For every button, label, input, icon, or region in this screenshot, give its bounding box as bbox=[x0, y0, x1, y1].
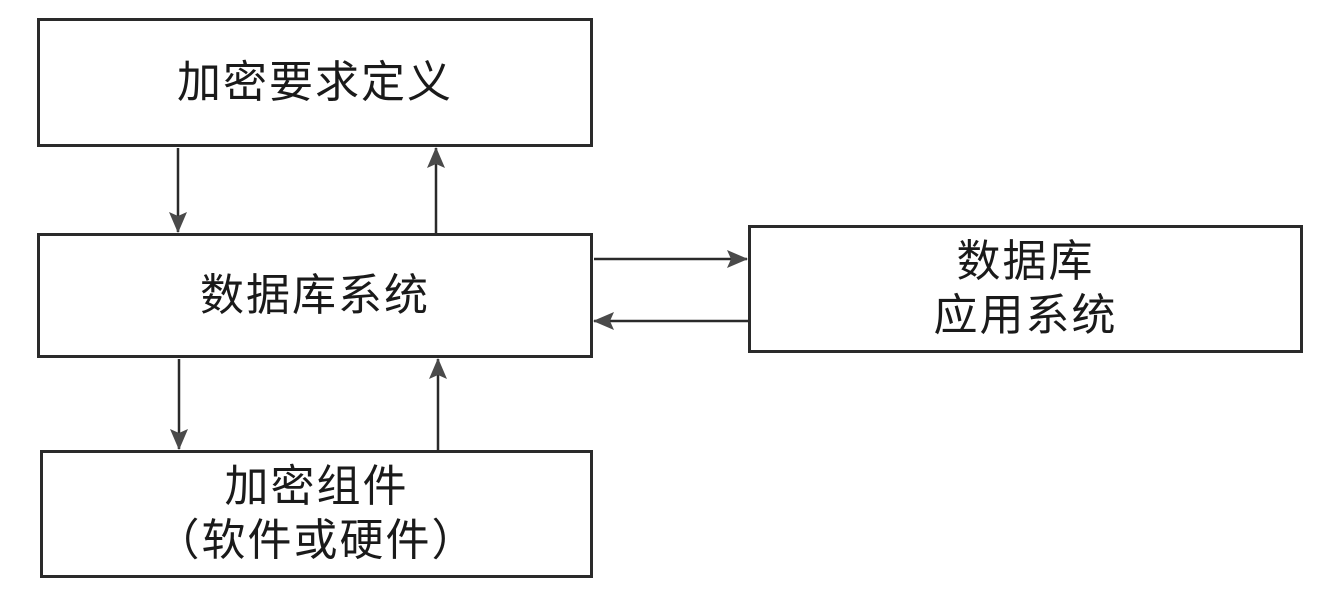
node-database-system: 数据库系统 bbox=[37, 233, 593, 358]
node-label-line-1: 数据库 bbox=[956, 236, 1095, 287]
node-label-line-1: 加密组件 bbox=[224, 461, 409, 512]
node-encryption-component: 加密组件 （软件或硬件） bbox=[40, 450, 593, 578]
node-database-application-system: 数据库 应用系统 bbox=[748, 225, 1303, 353]
node-label: 加密要求定义 bbox=[177, 56, 453, 108]
node-label: 数据库系统 bbox=[200, 269, 430, 321]
node-encryption-requirements: 加密要求定义 bbox=[37, 18, 593, 147]
node-label-line-2: 应用系统 bbox=[933, 290, 1118, 341]
node-label-line-2: （软件或硬件） bbox=[155, 515, 478, 566]
